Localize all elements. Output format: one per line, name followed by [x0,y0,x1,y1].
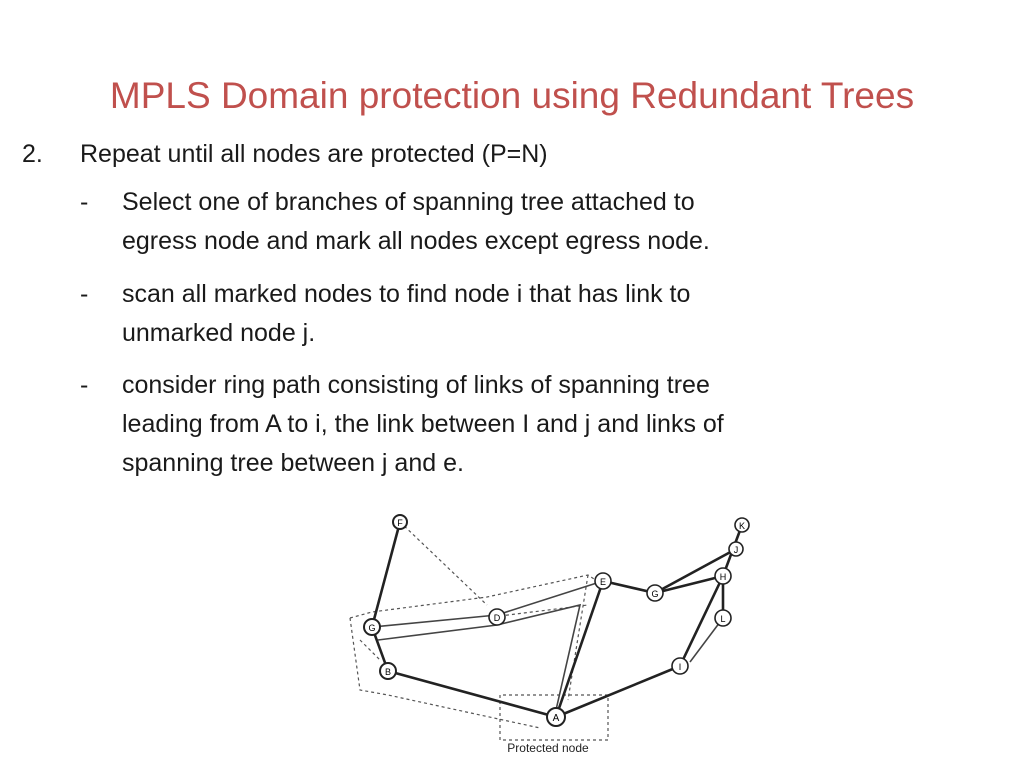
diagram-node: L [714,609,732,627]
slide-title: MPLS Domain protection using Redundant T… [109,75,915,116]
svg-text:I: I [679,662,682,672]
diagram-node: J [728,541,744,557]
step-number: 2. [22,140,43,168]
svg-text:H: H [720,572,727,582]
svg-text:K: K [739,521,745,531]
step-text: Repeat until all nodes are protected (P=… [80,140,548,168]
diagram-node: K [734,517,750,533]
network-diagram: F G B D E G K J [349,514,750,755]
diagram-node: I [671,657,689,675]
diagram-node: D [488,608,506,626]
bullet-line: Select one of branches of spanning tree … [122,188,695,216]
svg-text:L: L [720,614,725,624]
bullet-line: scan all marked nodes to find node i tha… [122,280,691,308]
slide-body: 2. Repeat until all nodes are protected … [22,140,724,477]
bullet-line: consider ring path consisting of links o… [122,371,710,399]
bullet-line: spanning tree between j and e. [122,449,464,477]
bullet-marker: - [80,188,89,216]
svg-text:J: J [734,545,739,555]
svg-text:D: D [494,613,501,623]
dashed-ring [349,521,609,741]
diagram-node: E [594,572,612,590]
diagram-node: G [363,618,381,636]
diagram-node: F [392,514,408,530]
svg-text:F: F [397,518,403,528]
bullet-line: egress node and mark all nodes except eg… [122,227,710,255]
svg-text:B: B [385,667,391,677]
svg-text:E: E [600,577,606,587]
svg-text:A: A [553,713,560,724]
diagram-node: H [714,567,732,585]
svg-text:G: G [368,623,375,633]
tree-edges [370,521,744,719]
bullet-line: leading from A to i, the link between I … [122,410,724,438]
diagram-node: B [379,662,397,680]
svg-text:G: G [651,589,658,599]
diagram-caption: Protected node [507,741,589,755]
bullet-marker: - [80,280,89,308]
bullet-marker: - [80,371,89,399]
spanning-edges [371,580,724,711]
diagram-node: G [646,584,664,602]
bullet-line: unmarked node j. [122,319,316,347]
diagram-node: A [546,707,566,727]
